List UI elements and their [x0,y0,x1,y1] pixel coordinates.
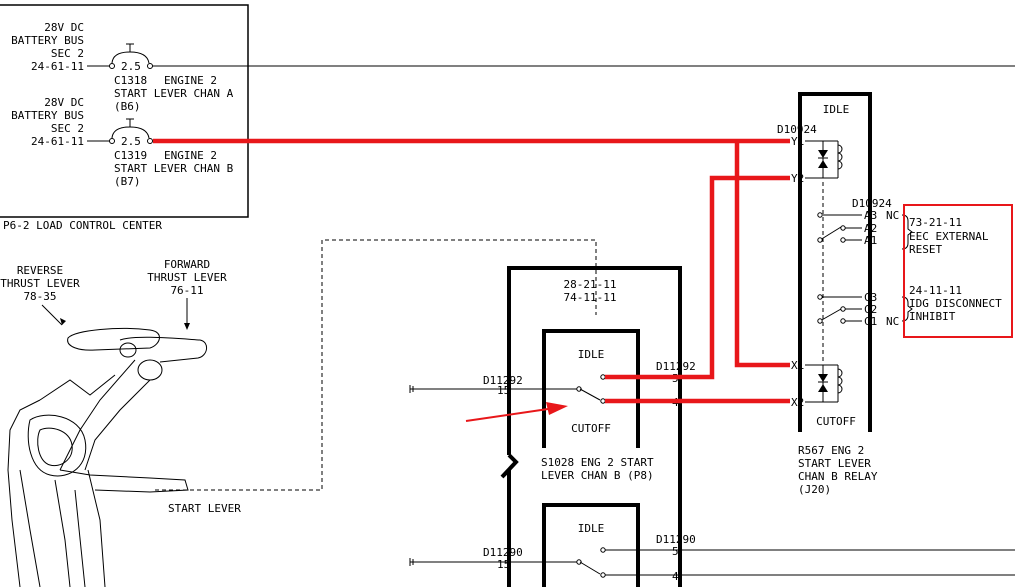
relay-annotations: 73-21-11 EEC EXTERNAL RESET 24-11-11 IDG… [909,216,1002,323]
svg-text:C1: C1 [864,315,877,328]
reverse-lever-label-2: THRUST LEVER [0,277,80,290]
reverse-lever-ref: 78-35 [23,290,56,303]
relay-upper-coil: Y1 Y2 [791,135,843,185]
y2-return-wire [605,175,790,380]
idg-ref: 24-11-11 [909,284,962,297]
svg-text:SEC 2: SEC 2 [51,47,84,60]
breaker-c1318-id: C1318 [114,74,147,87]
svg-text:A2: A2 [864,222,877,235]
switch-left-connector: D11292 [483,374,523,387]
relay-name-4: (J20) [798,483,831,496]
svg-text:24-61-11: 24-61-11 [31,135,84,148]
load-control-center: P6-2 LOAD CONTROL CENTER 28V DC BATTERY … [0,4,1015,232]
forward-lever-label-1: FORWARD [164,258,210,271]
switch-left-pin: 15 [497,384,510,397]
breaker-c1318-rating: 2.5 [121,60,141,73]
switch-blade [579,388,601,401]
switch2-inner-frame [542,503,640,587]
switch-s1027-partial: IDLE D11290 15 D11290 5 4 [409,503,1015,587]
reverse-lever-label-1: REVERSE [17,264,63,277]
svg-text:NC: NC [886,209,899,222]
svg-text:Y1: Y1 [791,135,804,148]
relay-name-1: R567 ENG 2 [798,444,864,457]
svg-text:X2: X2 [791,396,804,409]
relay-r567: IDLE CUTOFF D10924 Y1 Y2 D10924 [777,92,899,496]
relay-coil-icon-2 [837,368,843,394]
eec-bracket [901,214,913,250]
relay-contacts-a: D10924 A3 A2 A1 NC [817,197,899,247]
switch-ref-1: 28-21-11 [564,278,617,291]
switch-right-connector: D11292 [656,360,696,373]
relay-contact-connector: D10924 [852,197,892,210]
switch2-left-pin: 15 [497,558,510,571]
relay-frame [798,92,872,432]
svg-text:X1: X1 [791,359,804,372]
switch-ref-2: 74-11-11 [564,291,617,304]
switch-cutoff-label: CUTOFF [571,422,611,435]
switch2-left-connector: D11290 [483,546,523,559]
svg-text:SEC 2: SEC 2 [51,122,84,135]
switch-name-1: S1028 ENG 2 START [541,456,654,469]
idg-label-2: INHIBIT [909,310,956,323]
svg-text:(B6): (B6) [114,100,141,113]
breaker-c1319-id: C1319 [114,149,147,162]
svg-text:BATTERY BUS: BATTERY BUS [11,34,84,47]
arrow-head-icon [546,402,568,415]
svg-text:A3: A3 [864,209,877,222]
relay-coil-icon [837,144,843,170]
start-lever-mechanical-link [155,239,597,491]
thrust-lever-illustration: REVERSE THRUST LEVER 78-35 FORWARD THRUS… [0,239,597,587]
svg-text:ENGINE 2: ENGINE 2 [164,74,217,87]
idg-bracket [901,296,913,322]
breaker-c1319: 28V DC BATTERY BUS SEC 2 24-61-11 2.5 C1… [11,96,233,188]
switch-name-2: LEVER CHAN B (P8) [541,469,654,482]
svg-text:BATTERY BUS: BATTERY BUS [11,109,84,122]
svg-text:ENGINE 2: ENGINE 2 [164,149,217,162]
lever-quadrant-drawing [7,327,207,587]
switch2-right-connector: D11290 [656,533,696,546]
svg-text:28V DC: 28V DC [44,96,84,109]
svg-text:NC: NC [886,315,899,328]
svg-text:28V DC: 28V DC [44,21,84,34]
switch2-pin-5: 5 [672,545,679,558]
load-center-label: P6-2 LOAD CONTROL CENTER [3,219,162,232]
relay-name-2: START LEVER [798,457,871,470]
svg-text:Y2: Y2 [791,172,804,185]
relay-name-3: CHAN B RELAY [798,470,878,483]
svg-text:START LEVER CHAN B: START LEVER CHAN B [114,162,234,175]
eec-label-1: EEC EXTERNAL [909,230,989,243]
svg-text:C3: C3 [864,291,877,304]
forward-lever-ref: 76-11 [170,284,203,297]
switch-idle-label: IDLE [578,348,605,361]
switch2-idle-label: IDLE [578,522,605,535]
switch-s1028: 28-21-11 74-11-11 IDLE CUTOFF D11292 15 … [409,266,696,587]
svg-text:24-61-11: 24-61-11 [31,60,84,73]
svg-text:C2: C2 [864,303,877,316]
relay-idle-label: IDLE [823,103,850,116]
breaker-c1318: 28V DC BATTERY BUS SEC 2 24-61-11 2.5 C1… [11,21,1015,113]
svg-text:(B7): (B7) [114,175,141,188]
highlighted-circuit [153,138,790,404]
idg-label-1: IDG DISCONNECT [909,297,1002,310]
switch2-pin-4: 4 [672,570,679,583]
svg-text:START LEVER CHAN A: START LEVER CHAN A [114,87,234,100]
switch-outer-frame [507,266,682,587]
x1-feed-wire [734,141,790,368]
break-mark-icon [500,453,519,479]
relay-lower-coil: X1 X2 [791,359,843,409]
eec-ref: 73-21-11 [909,216,962,229]
load-center-frame [0,4,249,218]
relay-coil-connector: D10924 [777,123,817,136]
breaker-c1319-rating: 2.5 [121,135,141,148]
forward-lever-label-2: THRUST LEVER [147,271,227,284]
svg-text:A1: A1 [864,234,877,247]
start-lever-label: START LEVER [168,502,241,515]
eec-label-2: RESET [909,243,942,256]
red-pointer-arrow [465,402,568,422]
relay-contacts-c: C3 C2 C1 NC [817,291,899,328]
relay-cutoff-label: CUTOFF [816,415,856,428]
annotation-highlight-box [903,204,1013,338]
